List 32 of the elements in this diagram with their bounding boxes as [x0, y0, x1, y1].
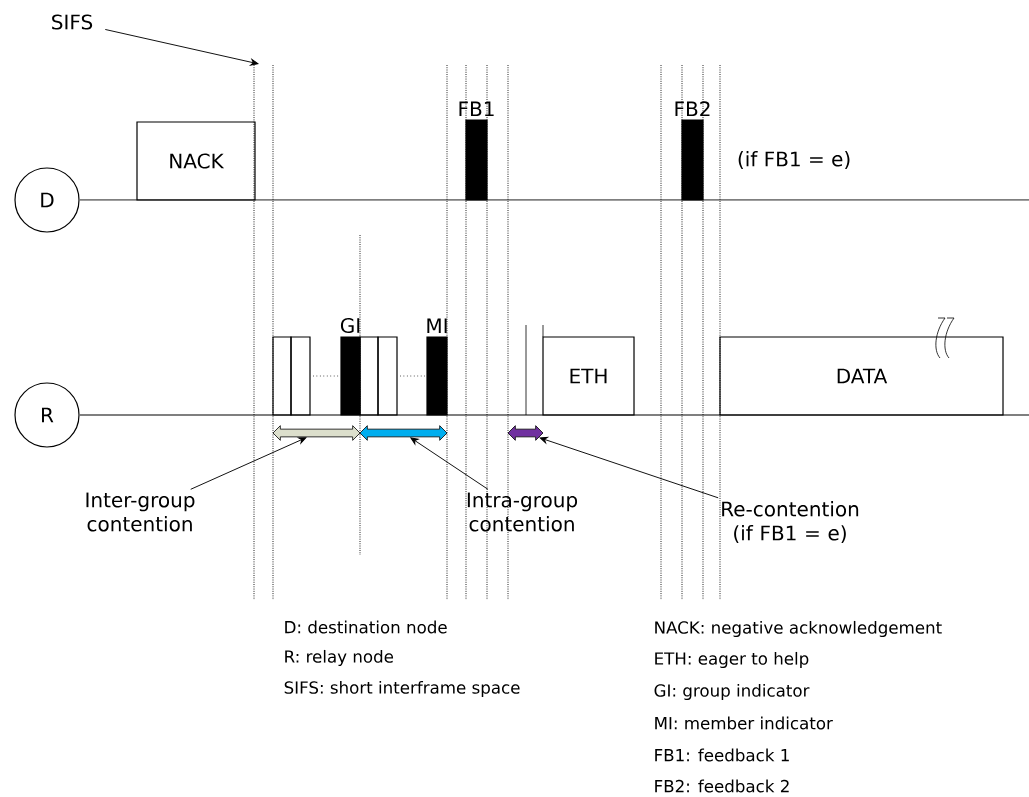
- bar-label: GI: [340, 317, 360, 334]
- bar-label: MI: [427, 318, 447, 334]
- note-text: Inter-group contention: [86, 492, 195, 532]
- note-text: Intra-group contention: [467, 492, 578, 532]
- leader-line: [104, 29, 259, 66]
- frame-box: NACK: [136, 121, 256, 201]
- bar-label: FB1: [459, 101, 494, 117]
- definition-text: SIFS: short interframe space: [284, 680, 520, 698]
- slot-box: [359, 336, 379, 416]
- contention-span: [272, 425, 361, 441]
- definition-text: NACK: negative acknowledgement: [655, 620, 942, 638]
- definition-text: ETH: eager to help: [655, 651, 809, 669]
- definition-text: D: destination node: [285, 620, 447, 634]
- leader-line: [190, 437, 307, 490]
- bar-label: FB2: [675, 101, 710, 117]
- frame-box: ETH: [542, 336, 635, 416]
- frame-box: DATA: [719, 336, 1004, 416]
- leader-line: [539, 436, 719, 499]
- slot-box: [377, 336, 398, 416]
- note-text: SIFS: [52, 14, 93, 30]
- contention-span: [507, 425, 544, 441]
- slot-box: [272, 336, 292, 416]
- definition-text: GI: group indicator: [654, 683, 810, 701]
- definition-text: FB1: feedback 1: [655, 748, 789, 762]
- definition-text: R: relay node: [285, 649, 394, 667]
- leader-line: [410, 437, 489, 490]
- definition-text: MI: member indicator: [655, 716, 833, 730]
- condition-text: (if FB1 = e): [738, 151, 850, 169]
- definition-text: FB2: feedback 2: [655, 779, 789, 793]
- note-text: Re-contention (if FB1 = e): [722, 501, 859, 543]
- slot-box: [290, 336, 311, 416]
- contention-span: [359, 425, 448, 441]
